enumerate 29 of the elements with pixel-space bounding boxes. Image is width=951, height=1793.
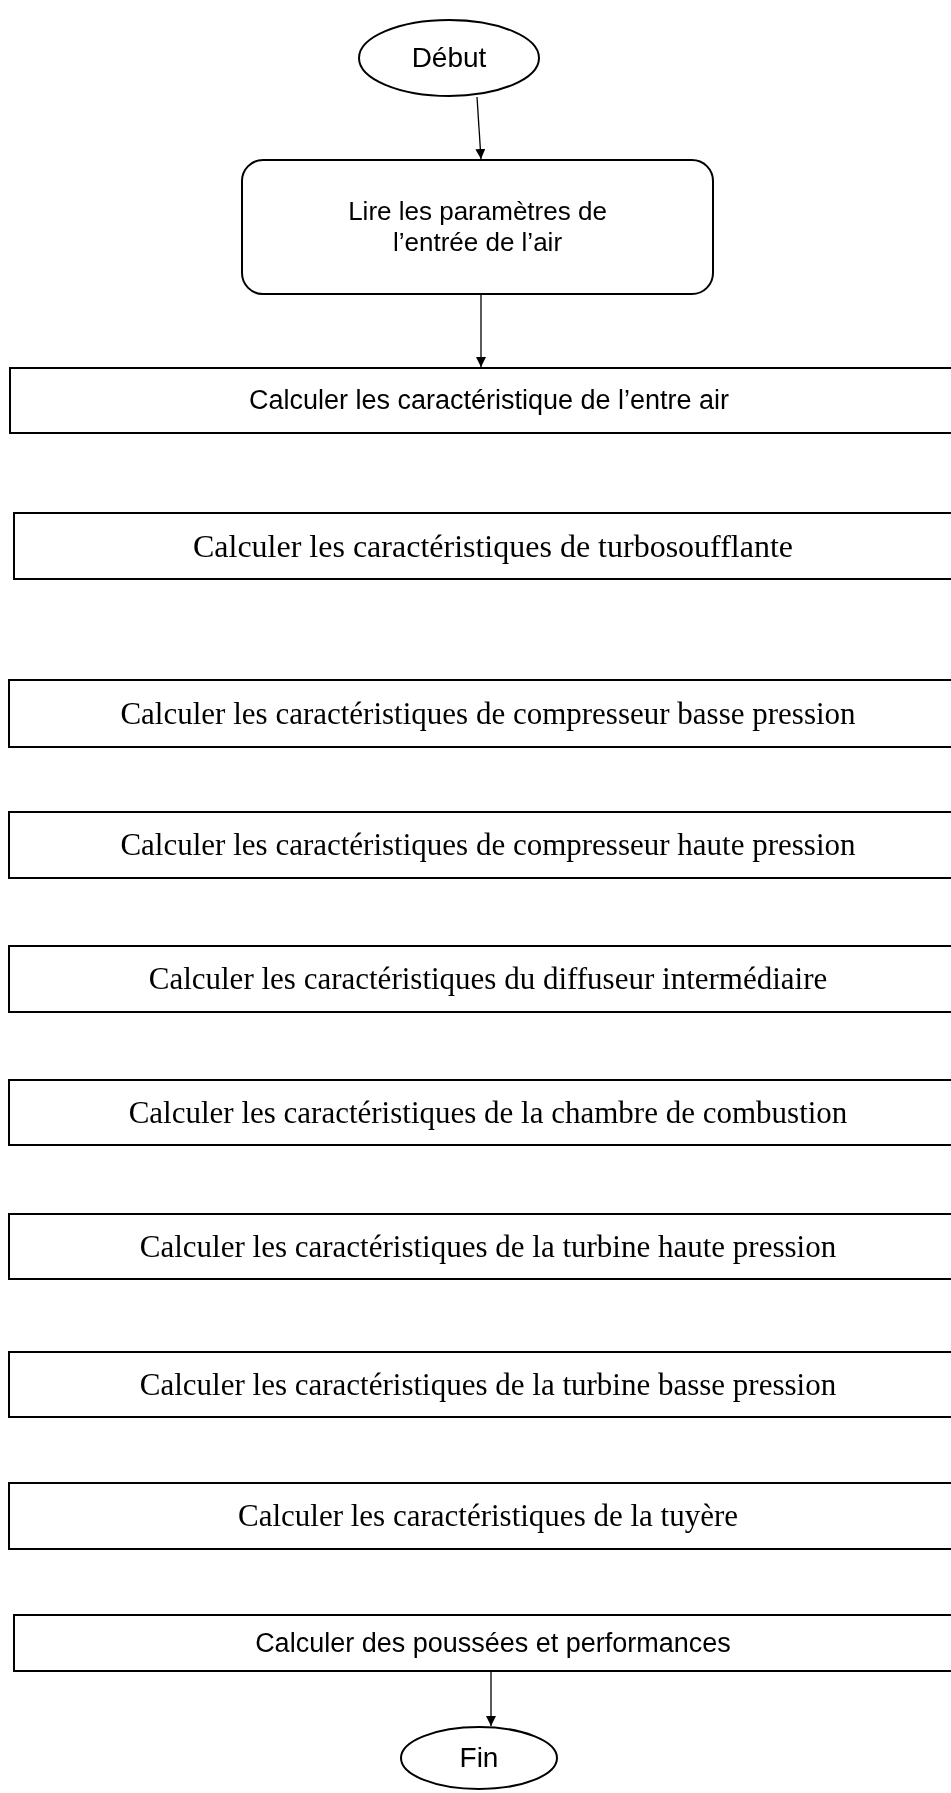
process-box [8,945,951,1013]
step-text: Calculer les caractéristiques de la tuyère [237,1498,739,1534]
process-box [13,1614,951,1672]
process-box [13,512,951,580]
step-text: Calculer les caractéristique de l’entre air [248,385,730,416]
process-box [8,1079,951,1146]
step-text: Calculer les caractéristiques de compresseur basse pression [120,695,856,732]
process-box [8,1213,951,1280]
step-text: Calculer les caractéristiques de la turbine basse pression [139,1366,837,1403]
arrow [486,1671,496,1727]
step-text: Calculer les caractéristiques de la turbine haute pression [139,1228,837,1265]
process-box [241,159,714,295]
step-text: Fin [459,1742,499,1774]
terminal-oval [358,19,540,97]
process-box [9,367,951,434]
step-text: Calculer les caractéristiques du diffuseur intermédiaire [148,961,828,997]
terminal-oval [400,1726,558,1790]
process-box [8,1482,951,1550]
process-box [8,1351,951,1418]
process-box [8,811,951,879]
step-text: Calculer les caractéristiques de la chambre de combustion [128,1094,848,1131]
arrow [475,96,486,160]
step-text: Calculer les caractéristiques de turbosoufflante [192,527,794,565]
step-text: Lire les paramètres de l’entrée de l’air [347,196,608,258]
process-box [8,679,951,748]
step-text: Début [411,42,487,74]
arrow [476,294,486,368]
step-text: Calculer des poussées et performances [255,1627,731,1659]
step-text: Calculer les caractéristiques de compresseur haute pression [120,827,856,863]
